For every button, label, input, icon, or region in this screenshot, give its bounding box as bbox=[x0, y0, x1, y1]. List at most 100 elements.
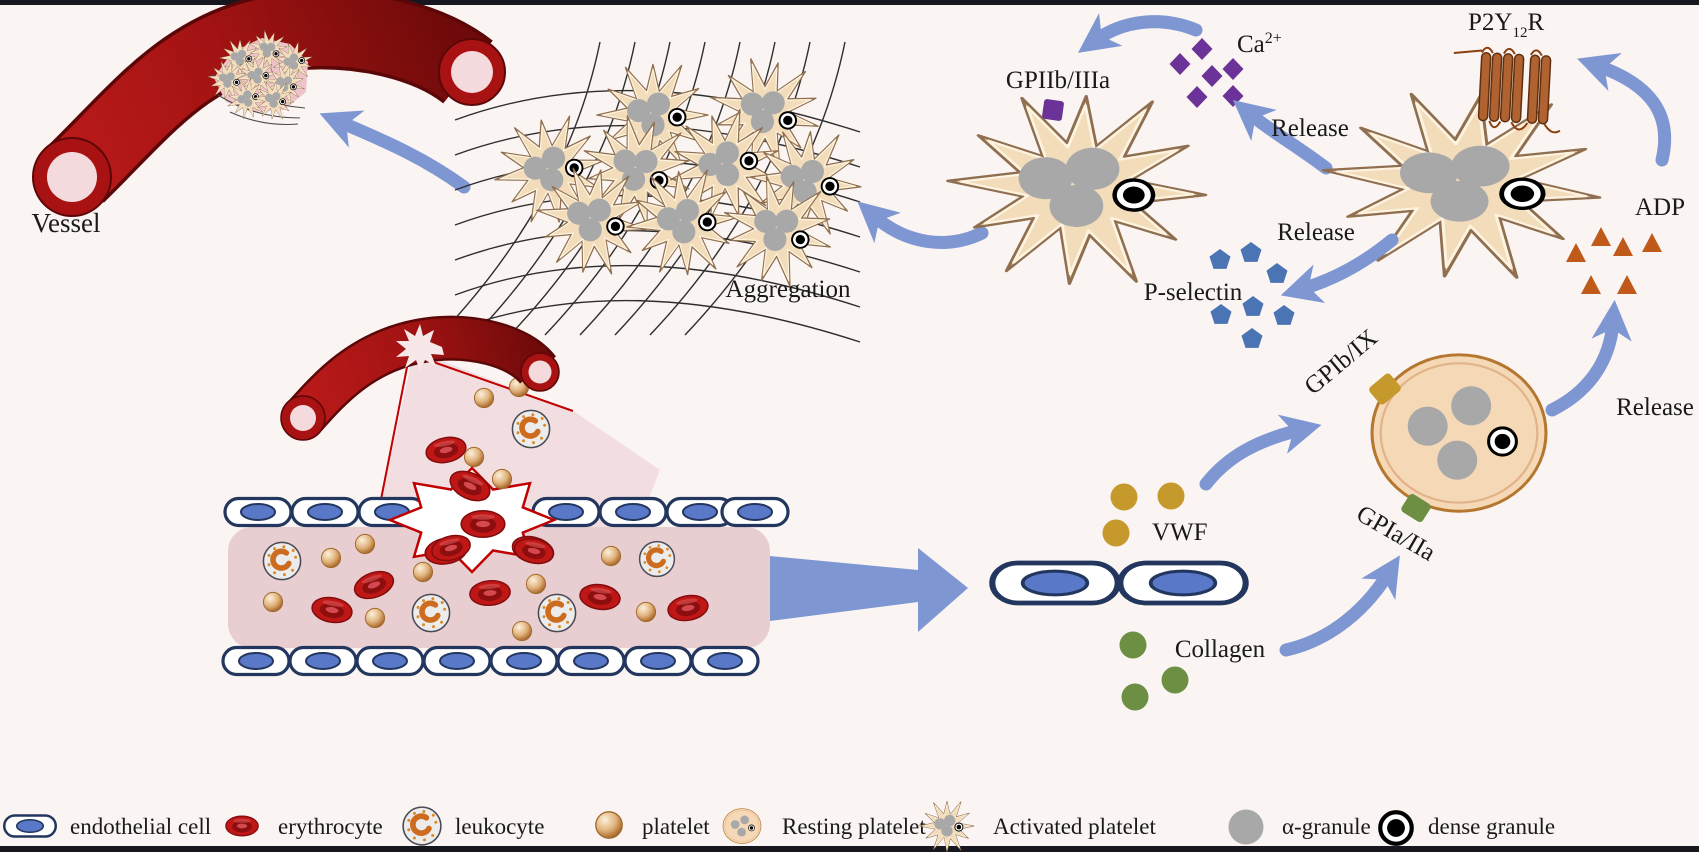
legend-item-dense-granule: dense granule bbox=[1380, 812, 1555, 844]
endothelial-cell-icon bbox=[992, 563, 1117, 603]
platelet-icon bbox=[525, 573, 547, 595]
vwf-icon bbox=[1102, 519, 1130, 547]
platelet-icon bbox=[364, 607, 386, 629]
arrow-aggregation-to-vessel bbox=[319, 110, 471, 194]
gpiib-iiia-receptor-icon bbox=[1042, 99, 1064, 121]
arrow-release-to-adp bbox=[1545, 299, 1632, 417]
platelet-icon bbox=[511, 620, 533, 642]
resting-platelet-icon bbox=[722, 808, 762, 844]
collagen-label: Collagen bbox=[1175, 636, 1266, 663]
vessel-thrombus bbox=[204, 25, 318, 125]
endothelial-cell-icon bbox=[489, 645, 559, 677]
release-to-calcium-label: Release bbox=[1271, 115, 1349, 142]
endothelial-cell-icon bbox=[623, 645, 693, 677]
legend-item-activated-platelet: Activated platelet bbox=[918, 800, 1156, 852]
arrow-collagen-to-gpia bbox=[1279, 555, 1400, 657]
erythrocyte-icon bbox=[460, 509, 506, 539]
arrow-platelet-to-aggregation bbox=[857, 201, 989, 249]
fibrin-strand bbox=[229, 111, 299, 125]
leukocyte-icon bbox=[538, 594, 575, 631]
endothelial-cell-icon bbox=[221, 645, 291, 677]
top-frame-bar bbox=[0, 0, 1699, 5]
arrow-release-to-pselectin bbox=[1280, 233, 1399, 304]
zoom-arrow bbox=[770, 548, 968, 632]
wedge-edge-right bbox=[418, 356, 574, 412]
vessel-cross-section bbox=[221, 464, 790, 677]
leukocyte-icon bbox=[263, 542, 300, 579]
leukocyte-icon bbox=[640, 542, 675, 577]
gpia-iia-receptor-icon bbox=[1401, 493, 1431, 523]
vwf-label: VWF bbox=[1152, 519, 1208, 546]
resting-platelet-body bbox=[1370, 353, 1548, 513]
platelet-icon bbox=[262, 591, 284, 613]
collagen-icon bbox=[1121, 683, 1149, 711]
injury-site bbox=[386, 464, 558, 574]
endothelial-cell-icon bbox=[223, 496, 293, 528]
arrow-release-to-calcium bbox=[1232, 99, 1333, 175]
platelet-icon bbox=[320, 547, 342, 569]
platelet-icon bbox=[463, 446, 485, 468]
platelet-icon bbox=[600, 545, 622, 567]
platelet-icon bbox=[635, 601, 657, 623]
endothelial-cell-icon bbox=[355, 645, 425, 677]
p2y12-receptor-icon bbox=[1453, 46, 1561, 134]
adp-label: ADP bbox=[1635, 194, 1685, 221]
injured-vessel-lumen-right bbox=[528, 360, 552, 384]
endothelial-cell-icon bbox=[598, 496, 668, 528]
vwf-icon bbox=[1157, 482, 1185, 510]
gpiib-iiia-label: GPIIb/IIIa bbox=[1006, 67, 1110, 94]
endothelial-cell-icon bbox=[1120, 563, 1245, 603]
leukocyte-icon bbox=[412, 594, 449, 631]
endothelial-cell-icon bbox=[290, 496, 360, 528]
vessel-label: Vessel bbox=[32, 208, 101, 238]
legend-label: dense granule bbox=[1428, 814, 1555, 839]
legend-label: platelet bbox=[642, 814, 710, 839]
p2y12-label: P2Y12R bbox=[1468, 9, 1544, 41]
activated-platelet-2: P2Y12R bbox=[1305, 9, 1617, 290]
vessel-tube bbox=[50, 0, 491, 201]
legend-item-leukocyte: leukocyte bbox=[403, 807, 544, 845]
leukocyte-icon bbox=[512, 410, 549, 447]
arrow-adp-to-p2y12 bbox=[1577, 53, 1672, 167]
activated-platelet-1: GPIIb/IIIa bbox=[939, 67, 1214, 291]
erythrocyte-icon bbox=[225, 815, 259, 837]
endothelial-cell-icon bbox=[3, 814, 57, 838]
legend-label: Activated platelet bbox=[993, 814, 1156, 839]
alpha-granule-icon bbox=[1228, 809, 1264, 845]
legend-label: erythrocyte bbox=[278, 814, 383, 839]
vwf-icon bbox=[1110, 483, 1138, 511]
vessel-illustration: Vessel bbox=[32, 0, 506, 238]
endothelial-cell-icon bbox=[422, 645, 492, 677]
vessel-lumen-left bbox=[47, 152, 97, 202]
platelet-icon bbox=[412, 561, 434, 583]
legend-label: α-granule bbox=[1282, 814, 1371, 839]
legend-label: Resting platelet bbox=[782, 814, 926, 839]
legend-label: leukocyte bbox=[455, 814, 544, 839]
endothelial-cell-icon bbox=[690, 645, 760, 677]
arrow-vwf-to-gpib bbox=[1199, 414, 1322, 491]
platelet-icon bbox=[354, 533, 376, 555]
aggregation-label: Aggregation bbox=[726, 276, 851, 303]
collagen-icon bbox=[1119, 631, 1147, 659]
injured-vessel bbox=[280, 315, 560, 441]
platelet-icon bbox=[473, 387, 495, 409]
legend-item-endothelial-cell: endothelial cell bbox=[3, 814, 211, 839]
legend-label: endothelial cell bbox=[70, 814, 211, 839]
calcium-label: Ca2+ bbox=[1237, 30, 1282, 58]
platelet-icon bbox=[491, 468, 513, 490]
leukocyte-icon bbox=[403, 807, 441, 845]
endothelial-cell-icon bbox=[288, 645, 358, 677]
legend: endothelial cell erythrocyte leukocyte p… bbox=[3, 800, 1555, 852]
injury-starburst-icon bbox=[396, 324, 444, 371]
release-to-adp-label: Release bbox=[1616, 394, 1694, 421]
platelet-icon bbox=[595, 811, 623, 839]
legend-item-platelet: platelet bbox=[595, 811, 710, 839]
endothelial-cell-icon bbox=[720, 496, 790, 528]
vessel-lumen-right bbox=[451, 51, 493, 93]
bottom-frame-bar bbox=[0, 846, 1699, 852]
legend-item-resting-platelet: Resting platelet bbox=[722, 808, 926, 844]
release-to-pselectin-label: Release bbox=[1277, 219, 1355, 246]
collagen-icon bbox=[1161, 666, 1189, 694]
